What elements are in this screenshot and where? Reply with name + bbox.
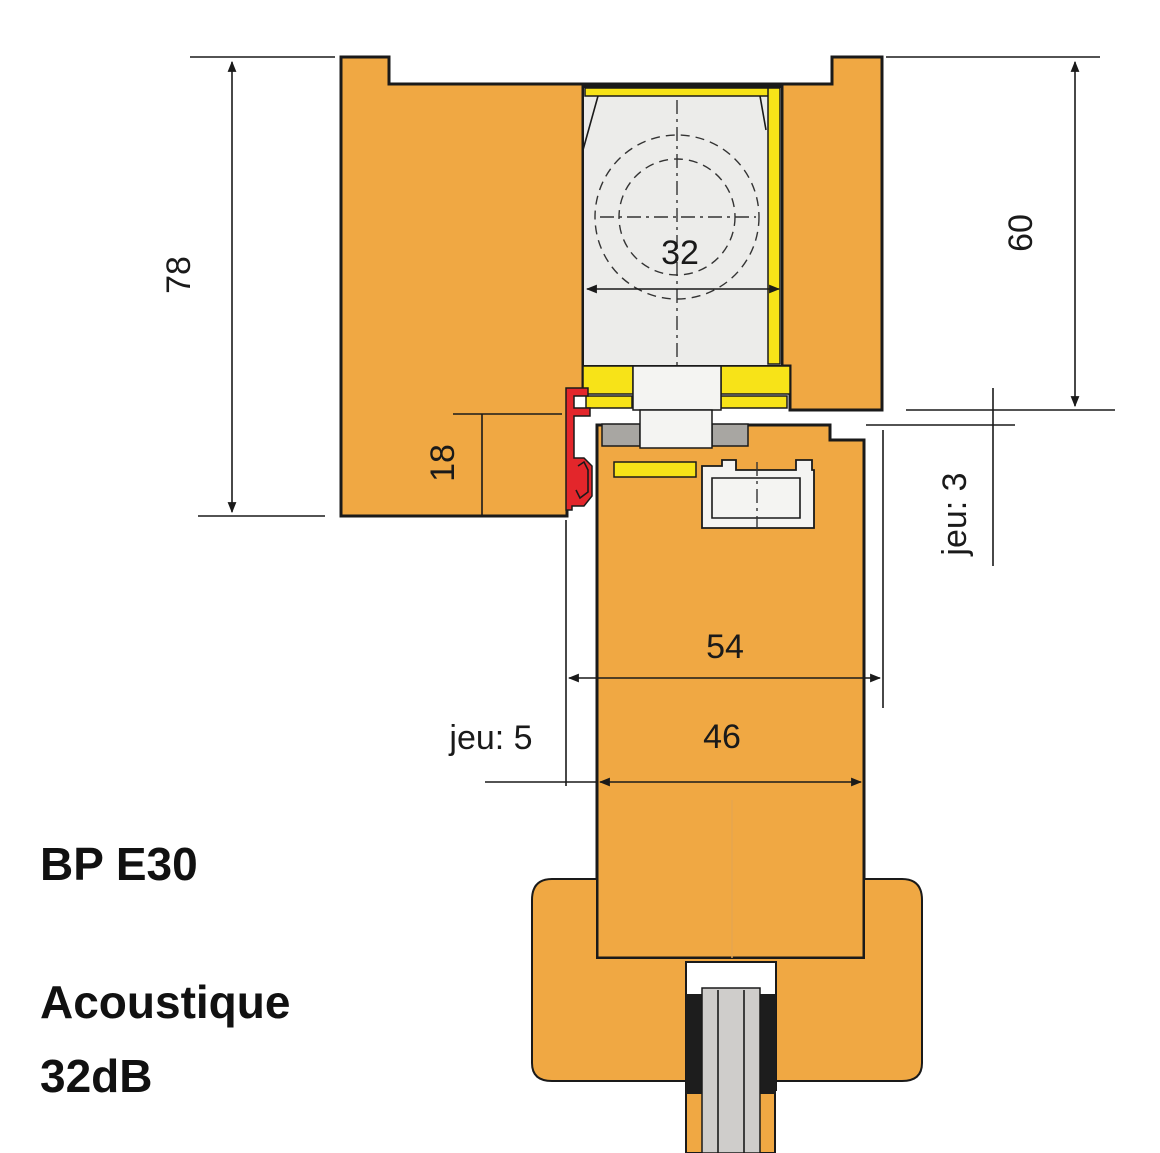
acoustic-seal-inner xyxy=(711,477,801,519)
lock-seal-right xyxy=(767,87,781,365)
rating-title: 32dB xyxy=(40,1050,152,1102)
lock-wedge xyxy=(582,95,767,151)
dim-label-18: 18 xyxy=(424,444,462,482)
acoustic-seal-channel xyxy=(701,459,815,529)
dim-label-60: 60 xyxy=(1002,214,1040,252)
red-seal-profile xyxy=(565,387,593,511)
strike-plate xyxy=(632,365,722,411)
latch-washer-right xyxy=(711,423,749,447)
dim-label-jeu3: jeu: 3 xyxy=(936,472,974,556)
red-seal-lip xyxy=(575,460,589,500)
dim-label-78: 78 xyxy=(160,256,198,294)
lock-seal-top xyxy=(584,87,780,97)
lock-case xyxy=(582,86,783,367)
seal-strip-right xyxy=(720,395,788,409)
product-title: BP E30 xyxy=(40,838,198,890)
latch-washer-left xyxy=(601,423,641,447)
seal-block-right xyxy=(720,365,791,395)
leaf-seal-strip xyxy=(613,461,697,478)
dim-label-jeu5: jeu: 5 xyxy=(448,719,532,757)
dim-label-54: 54 xyxy=(706,628,744,666)
glass-pane xyxy=(701,987,761,1153)
feature-title: Acoustique xyxy=(40,976,290,1028)
seal-block-left xyxy=(582,365,634,395)
latch-bolt xyxy=(639,409,713,449)
dim-label-46: 46 xyxy=(703,718,741,756)
dim-label-32: 32 xyxy=(661,234,699,272)
seal-strip-left xyxy=(585,395,633,409)
